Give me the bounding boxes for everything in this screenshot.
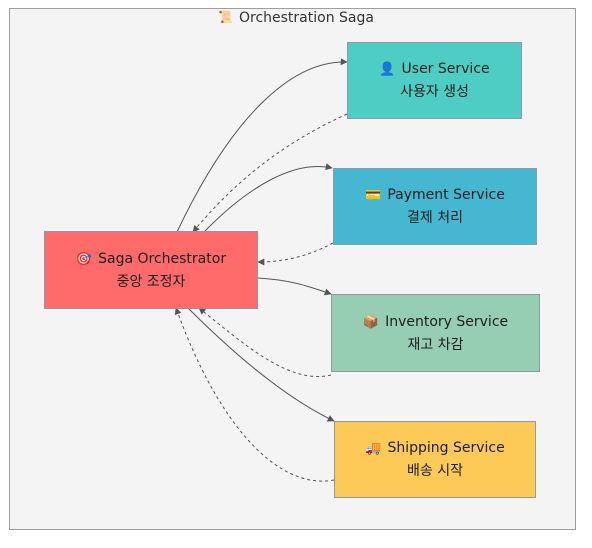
target-icon: 🎯 [75, 251, 93, 267]
node-sublabel: 배송 시작 [407, 463, 463, 479]
diagram-title: 📜 Orchestration Saga [0, 10, 592, 26]
node-inventory-service: 📦Inventory Service 재고 차감 [331, 294, 540, 372]
edge-orchestrator-to-inventory [257, 277, 332, 296]
node-title: 💳Payment Service [365, 187, 505, 203]
node-sublabel: 결제 처리 [407, 210, 463, 226]
edge-orchestrator-to-payment [203, 163, 333, 233]
package-icon: 📦 [362, 314, 380, 330]
node-payment-service: 💳Payment Service 결제 처리 [333, 168, 537, 245]
edge-user-to-orchestrator [192, 113, 348, 233]
edge-orchestrator-to-shipping [187, 307, 335, 422]
node-sublabel: 중앙 조정자 [116, 273, 186, 290]
edge-shipping-to-orchestrator [174, 307, 335, 482]
node-shipping-service: 🚚Shipping Service 배송 시작 [334, 421, 536, 498]
node-user-service: 👤User Service 사용자 생성 [347, 42, 522, 119]
credit-card-icon: 💳 [365, 188, 382, 203]
user-icon: 👤 [379, 62, 396, 77]
node-saga-orchestrator: 🎯Saga Orchestrator 중앙 조정자 [44, 231, 258, 309]
truck-icon: 🚚 [365, 441, 382, 456]
edge-inventory-to-orchestrator [198, 307, 332, 377]
scroll-icon: 📜 [218, 10, 233, 24]
edge-orchestrator-to-user [176, 58, 348, 233]
edge-payment-to-orchestrator [257, 242, 334, 266]
node-title: 👤User Service [379, 61, 490, 77]
node-title: 🚚Shipping Service [365, 440, 505, 456]
node-title: 🎯Saga Orchestrator [75, 250, 227, 267]
node-sublabel: 재고 차감 [407, 336, 464, 353]
node-title: 📦Inventory Service [362, 313, 509, 330]
diagram-title-text: Orchestration Saga [238, 10, 374, 26]
node-sublabel: 사용자 생성 [400, 84, 469, 100]
